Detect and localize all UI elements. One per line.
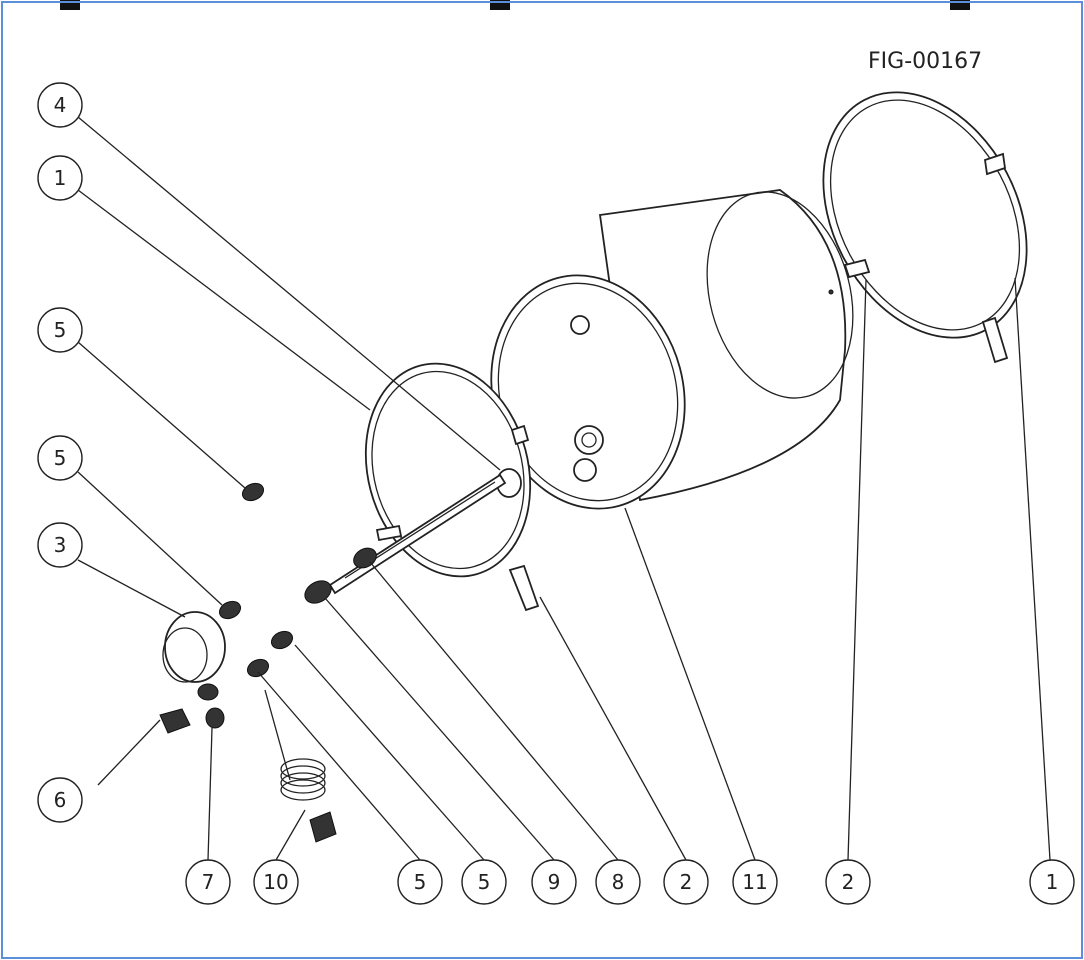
balloon-5: 5 [397,859,443,905]
fitting [246,658,270,678]
frame-tab [60,0,80,10]
balloon-3: 3 [37,522,83,568]
balloon-8: 8 [595,859,641,905]
balloon-label: 6 [54,788,67,812]
balloon-label: 1 [54,166,67,190]
cable-gland [205,707,225,729]
balloon-label: 7 [202,870,215,894]
leader-lines [77,116,1051,861]
balloon-label: 5 [54,318,67,342]
cable-clamp [159,708,191,734]
balloon-label: 5 [478,870,491,894]
balloon-11: 11 [732,859,778,905]
balloon-1: 1 [1029,859,1075,905]
balloon-4: 4 [37,82,83,128]
balloon-10: 10 [253,859,299,905]
thermostat-housing [162,611,226,701]
fitting [241,482,265,502]
balloon-label: 2 [842,870,855,894]
balloon-5: 5 [461,859,507,905]
ring-clamp-right [822,91,1028,364]
balloon-2: 2 [663,859,709,905]
balloon-label: 2 [680,870,693,894]
balloon-2: 2 [825,859,871,905]
balloon-6: 6 [37,777,83,823]
heating-element [304,473,507,604]
balloon-7: 7 [185,859,231,905]
frame-tab [490,0,510,10]
balloon-label: 8 [612,870,625,894]
balloon-label: 1 [1046,870,1059,894]
tank-body [490,189,854,510]
front-flange-ring [364,362,540,612]
balloon-label: 9 [548,870,561,894]
balloon-9: 9 [531,859,577,905]
balloon-5: 5 [37,435,83,481]
balloon-label: 3 [54,533,67,557]
balloon-label: 4 [54,93,67,117]
balloon-5: 5 [37,307,83,353]
frame-tab [950,0,970,10]
fitting [218,600,242,620]
balloon-label: 5 [54,446,67,470]
capillary-coil [264,689,337,843]
fitting [270,630,294,650]
balloon-label: 10 [263,870,288,894]
figure-id: FIG-00167 [868,49,982,74]
balloon-1: 1 [37,155,83,201]
balloon-label: 5 [414,870,427,894]
balloon-label: 11 [742,870,767,894]
